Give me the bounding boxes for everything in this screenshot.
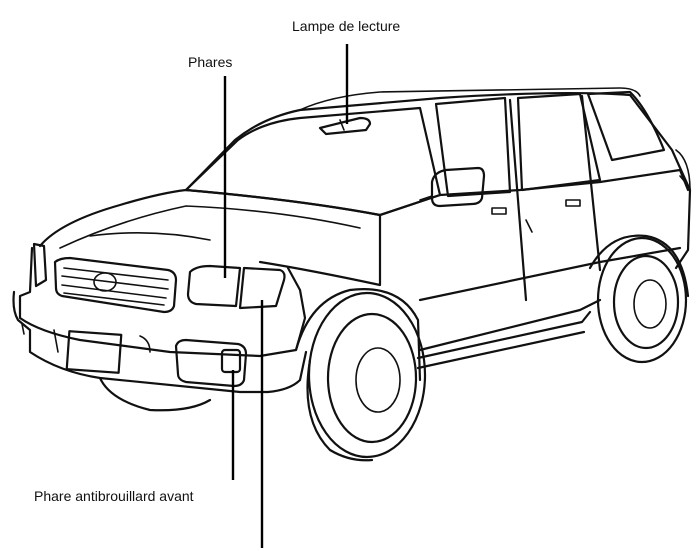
label-front-fog-light: Phare antibrouillard avant bbox=[34, 488, 194, 504]
vehicle-body bbox=[12, 87, 692, 462]
label-reading-lamp: Lampe de lecture bbox=[292, 18, 401, 34]
label-headlights: Phares bbox=[188, 54, 233, 70]
leader-lines bbox=[223, 44, 349, 548]
